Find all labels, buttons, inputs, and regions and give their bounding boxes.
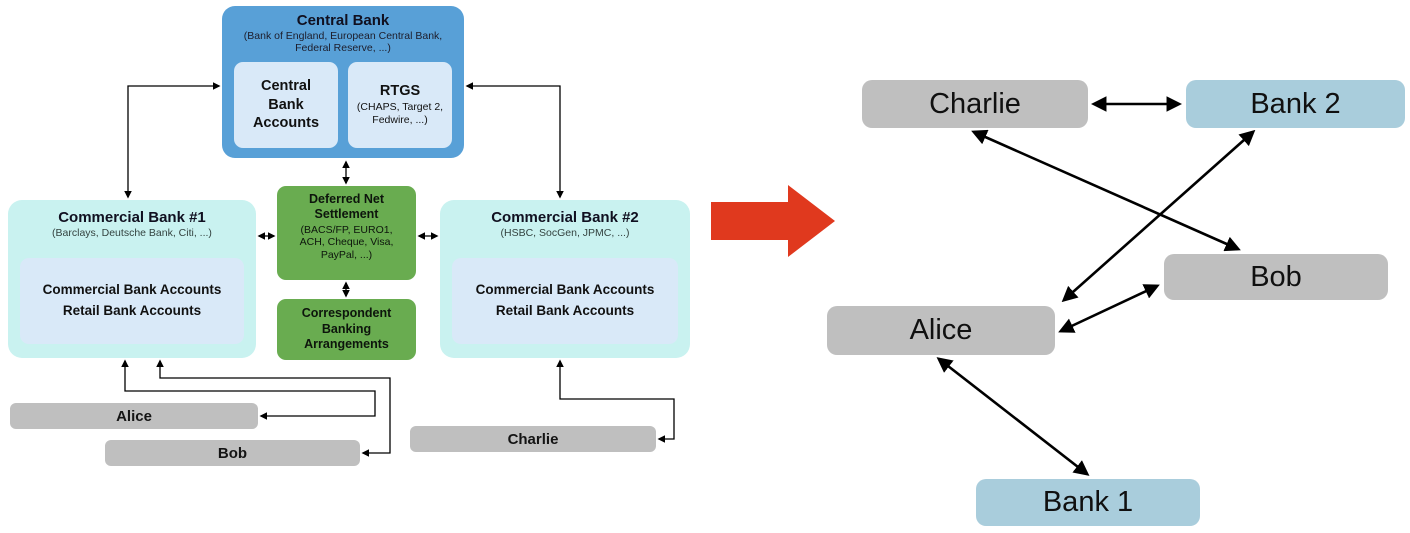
network-node-bank2: Bank 2 bbox=[1186, 80, 1405, 128]
rtgs-title: RTGS bbox=[379, 83, 421, 100]
correspondent-banking-box: Correspondent Banking Arrangements bbox=[277, 299, 416, 360]
commercial-bank-1-box: Commercial Bank #1 (Barclays, Deutsche B… bbox=[8, 200, 256, 358]
network-node-bob: Bob bbox=[1164, 254, 1388, 300]
commercial-bank-1-subtitle: (Barclays, Deutsche Bank, Citi, ...) bbox=[52, 227, 212, 239]
edge-alice-bank1 bbox=[936, 357, 1090, 476]
network-node-alice: Alice bbox=[827, 306, 1055, 355]
commercial-bank-2-title: Commercial Bank #2 bbox=[491, 209, 639, 226]
commercial-bank-1-accounts-box: Commercial Bank Accounts Retail Bank Acc… bbox=[20, 258, 244, 344]
rtgs-subtitle: (CHAPS, Target 2, Fedwire, ...) bbox=[356, 101, 444, 126]
network-node-bank1: Bank 1 bbox=[976, 479, 1200, 526]
connector-commercialbank1-centralbank bbox=[124, 82, 221, 199]
commercial-bank-1-title: Commercial Bank #1 bbox=[58, 209, 206, 226]
central-bank-accounts-box: Central Bank Accounts bbox=[234, 62, 338, 148]
commercial-bank-1-accounts-line1: Commercial Bank Accounts bbox=[42, 282, 222, 298]
network-node-charlie: Charlie bbox=[862, 80, 1088, 128]
connector-centralbank-commercialbank2 bbox=[465, 82, 564, 199]
commercial-bank-2-accounts-line2: Retail Bank Accounts bbox=[495, 303, 635, 318]
deferred-net-settlement-subtitle: (BACS/FP, EURO1, ACH, Cheque, Visa, PayP… bbox=[299, 224, 394, 261]
central-bank-subtitle: (Bank of England, European Central Bank,… bbox=[243, 30, 443, 55]
commercial-bank-1-accounts-line2: Retail Bank Accounts bbox=[62, 303, 202, 318]
rtgs-box: RTGS (CHAPS, Target 2, Fedwire, ...) bbox=[348, 62, 452, 148]
edge-alice-bob bbox=[1058, 284, 1160, 333]
central-bank-title: Central Bank bbox=[296, 12, 390, 29]
customer-bob-box: Bob bbox=[105, 440, 360, 466]
commercial-bank-2-subtitle: (HSBC, SocGen, JPMC, ...) bbox=[500, 227, 630, 239]
deferred-net-settlement-box: Deferred Net Settlement (BACS/FP, EURO1,… bbox=[277, 186, 416, 280]
deferred-net-settlement-title: Deferred Net Settlement bbox=[308, 192, 385, 221]
central-bank-box: Central Bank (Bank of England, European … bbox=[222, 6, 464, 158]
edge-charlie-bob bbox=[971, 129, 1241, 252]
transformation-arrow-icon bbox=[711, 185, 835, 257]
commercial-bank-2-accounts-box: Commercial Bank Accounts Retail Bank Acc… bbox=[452, 258, 678, 344]
commercial-bank-2-box: Commercial Bank #2 (HSBC, SocGen, JPMC, … bbox=[440, 200, 690, 358]
customer-charlie-box: Charlie bbox=[410, 426, 656, 452]
customer-alice-box: Alice bbox=[10, 403, 258, 429]
commercial-bank-2-accounts-line1: Commercial Bank Accounts bbox=[475, 282, 655, 298]
